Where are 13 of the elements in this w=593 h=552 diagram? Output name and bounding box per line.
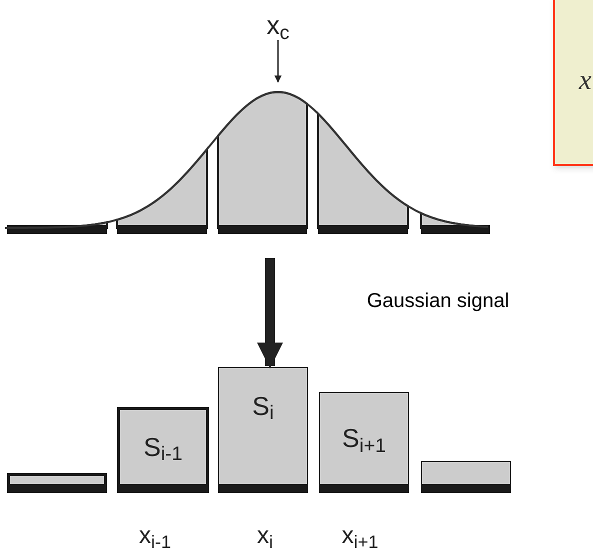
signal-label: Gaussian signal [366, 289, 510, 314]
formula-box: x [553, 0, 593, 166]
signal-bar [7, 473, 107, 493]
position-label: x$_{i+1}$ [340, 521, 380, 552]
arrow [274, 40, 282, 83]
position-label: x$_{i-1}$ [138, 521, 172, 552]
center-label: x$_{c}$ [258, 12, 298, 40]
signal-bar: S$_{i}$ [218, 367, 308, 493]
position-label: x$_{i}$ [256, 521, 274, 552]
arrow [257, 258, 283, 369]
signal-bar: S$_{i-1}$ [117, 407, 209, 493]
signal-bar [421, 461, 511, 493]
signal-bar: S$_{i+1}$ [319, 392, 409, 493]
